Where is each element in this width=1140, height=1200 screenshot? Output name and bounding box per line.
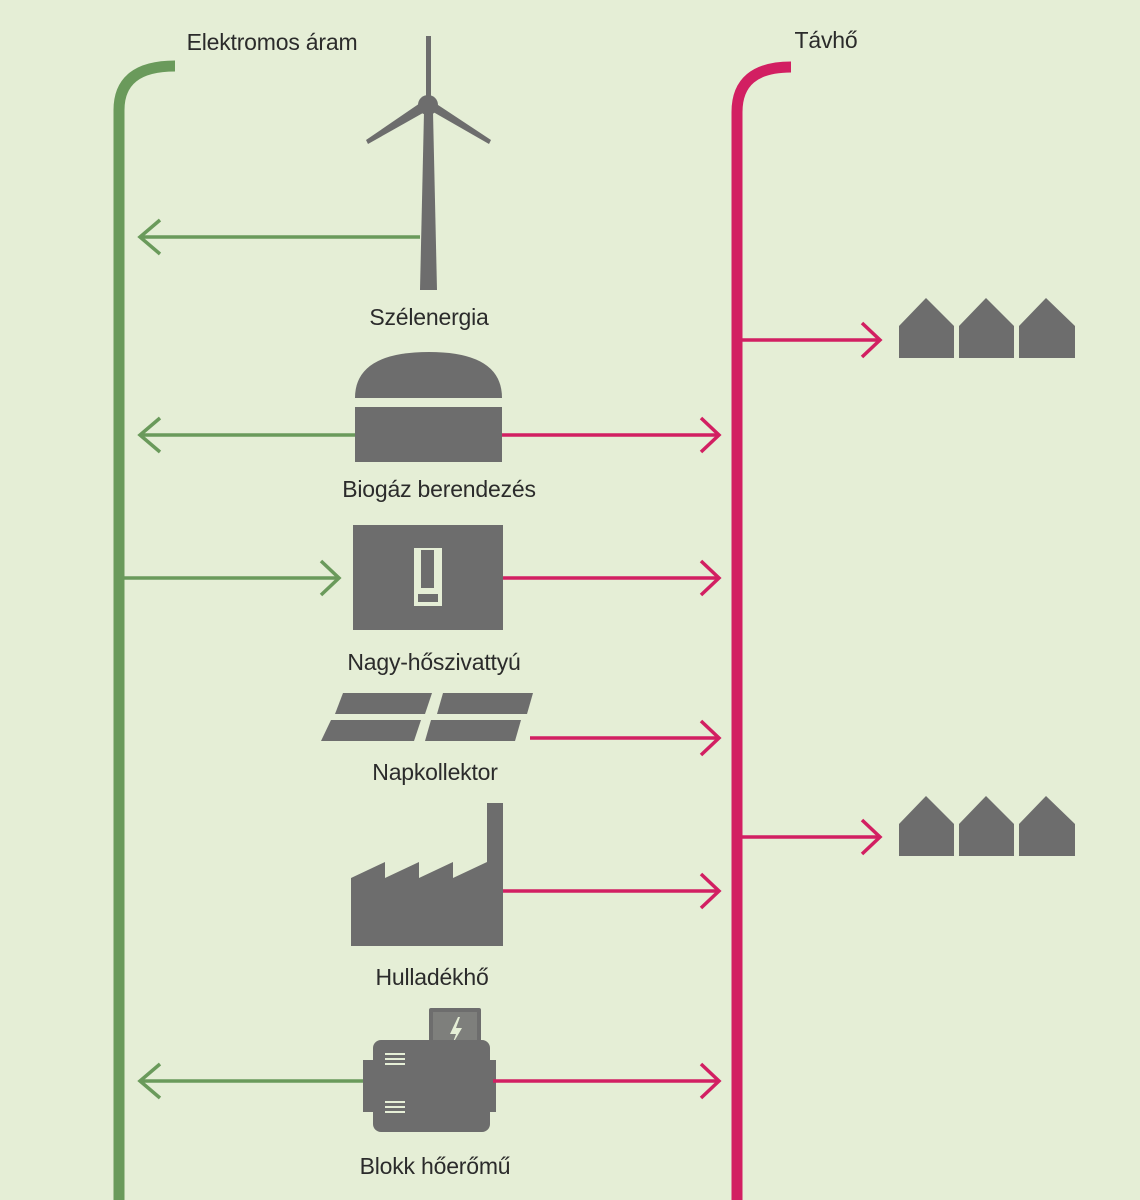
source-label-wasteheat: Hulladékhő — [375, 964, 489, 990]
wind-turbine-icon — [366, 36, 491, 290]
heat-bus-line — [731, 61, 792, 1200]
wasteheat-heat-arrow — [503, 872, 722, 910]
source-label-biogas: Biogáz berendezés — [342, 476, 536, 502]
chp-unit-icon — [363, 1008, 496, 1132]
chp-heat-arrow — [493, 1062, 722, 1100]
houses-icon — [899, 796, 1075, 856]
solar-heat-arrow — [530, 719, 722, 757]
biogas-electric-arrow — [137, 416, 355, 454]
source-label-heatpump: Nagy-hőszivattyú — [347, 649, 521, 675]
source-label-solar: Napkollektor — [372, 759, 498, 785]
source-label-chp: Blokk hőerőmű — [359, 1153, 511, 1179]
biogas-plant-icon — [355, 352, 502, 462]
electric-bus-line — [113, 60, 176, 1200]
heat-pump-icon — [353, 525, 503, 630]
electric-to-heatpump-arrow — [124, 559, 342, 597]
heatpump-heat-arrow — [503, 559, 722, 597]
chp-electric-arrow — [137, 1062, 363, 1100]
electric-bus-label: Elektromos áram — [186, 29, 358, 55]
factory-icon — [351, 803, 503, 946]
biogas-heat-arrow — [502, 416, 722, 454]
houses-icon — [899, 298, 1075, 358]
source-label-wind: Szélenergia — [369, 304, 489, 330]
heat-to-houses-arrow — [742, 818, 883, 856]
heat-to-houses-arrow — [742, 321, 883, 359]
solar-collector-icon — [321, 693, 533, 741]
heat-bus-label: Távhő — [794, 27, 858, 53]
wind-electric-arrow — [137, 218, 420, 256]
